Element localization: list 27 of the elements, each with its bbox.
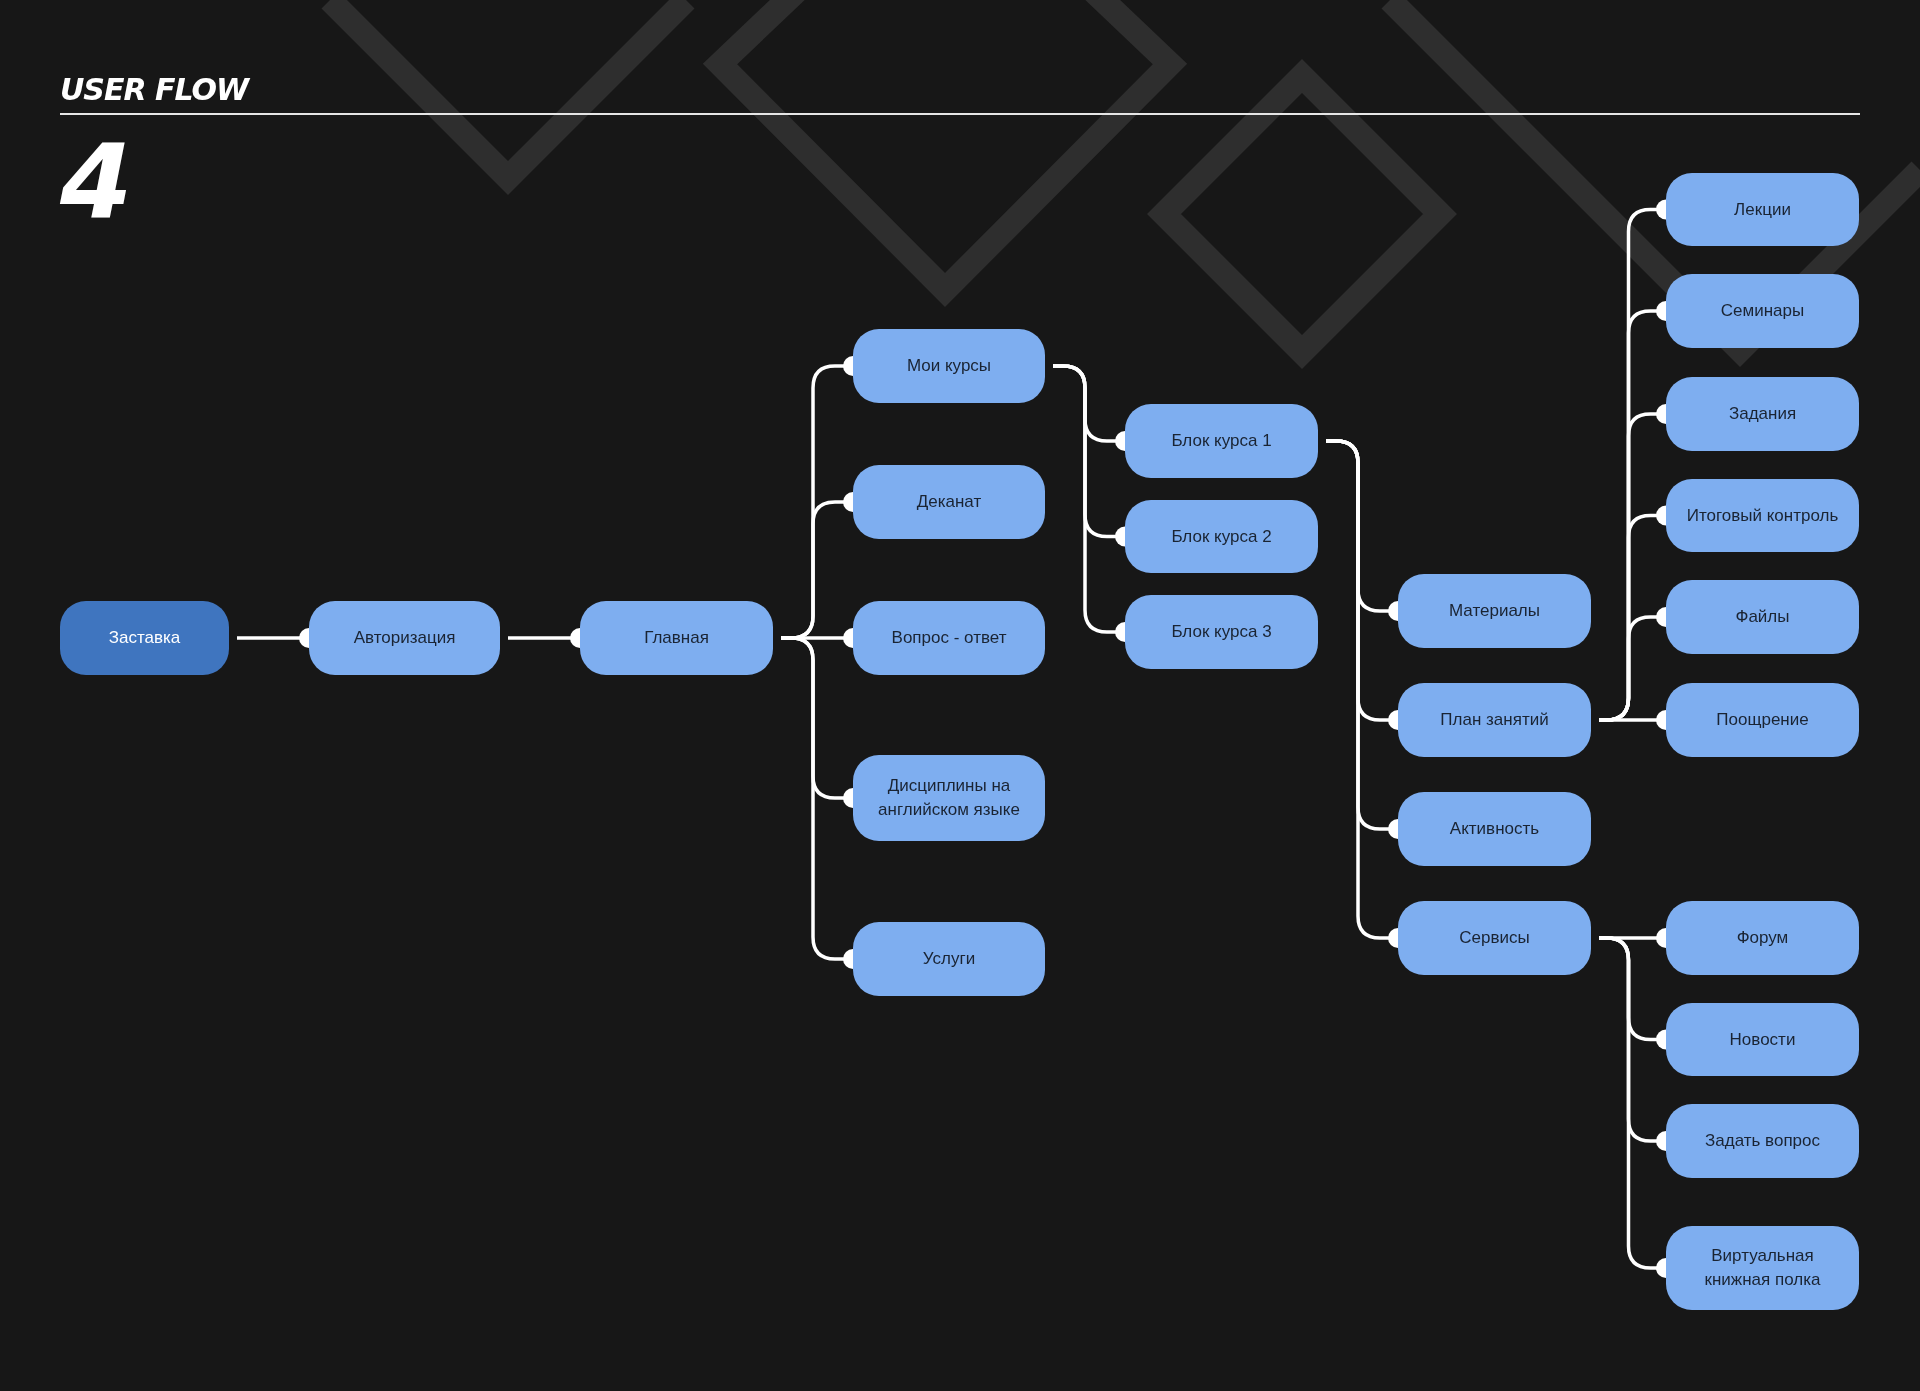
flow-step-box: План занятий	[1398, 683, 1591, 757]
page-number: 4	[60, 130, 133, 234]
flow-step-box: Сервисы	[1398, 901, 1591, 975]
flow-step-box: Вопрос - ответ	[853, 601, 1045, 675]
flow-step-box: Мои курсы	[853, 329, 1045, 403]
flow-step-box: Блок курса 1	[1125, 404, 1318, 478]
flow-step-box: Форум	[1666, 901, 1859, 975]
flow-step-box: Услуги	[853, 922, 1045, 996]
flow-step-box: Задать вопрос	[1666, 1104, 1859, 1178]
page-title: USER FLOW	[60, 72, 249, 107]
flow-step-box: Главная	[580, 601, 773, 675]
flow-step-box: Виртуальная книжная полка	[1666, 1226, 1859, 1310]
flow-step-box: Активность	[1398, 792, 1591, 866]
flow-step-box: Файлы	[1666, 580, 1859, 654]
flow-step-box: Заставка	[60, 601, 229, 675]
flow-step-box: Задания	[1666, 377, 1859, 451]
flow-step-box: Авторизация	[309, 601, 500, 675]
flow-step-box: Дисциплины на английском языке	[853, 755, 1045, 841]
flow-step-box: Поощрение	[1666, 683, 1859, 757]
flow-step-box: Семинары	[1666, 274, 1859, 348]
flow-step-box: Лекции	[1666, 173, 1859, 246]
flow-step-box: Деканат	[853, 465, 1045, 539]
flow-step-box: Новости	[1666, 1003, 1859, 1076]
flow-step-box: Блок курса 2	[1125, 500, 1318, 573]
flow-step-box: Материалы	[1398, 574, 1591, 648]
flow-step-box: Блок курса 3	[1125, 595, 1318, 669]
flow-step-box: Итоговый контроль	[1666, 479, 1859, 552]
